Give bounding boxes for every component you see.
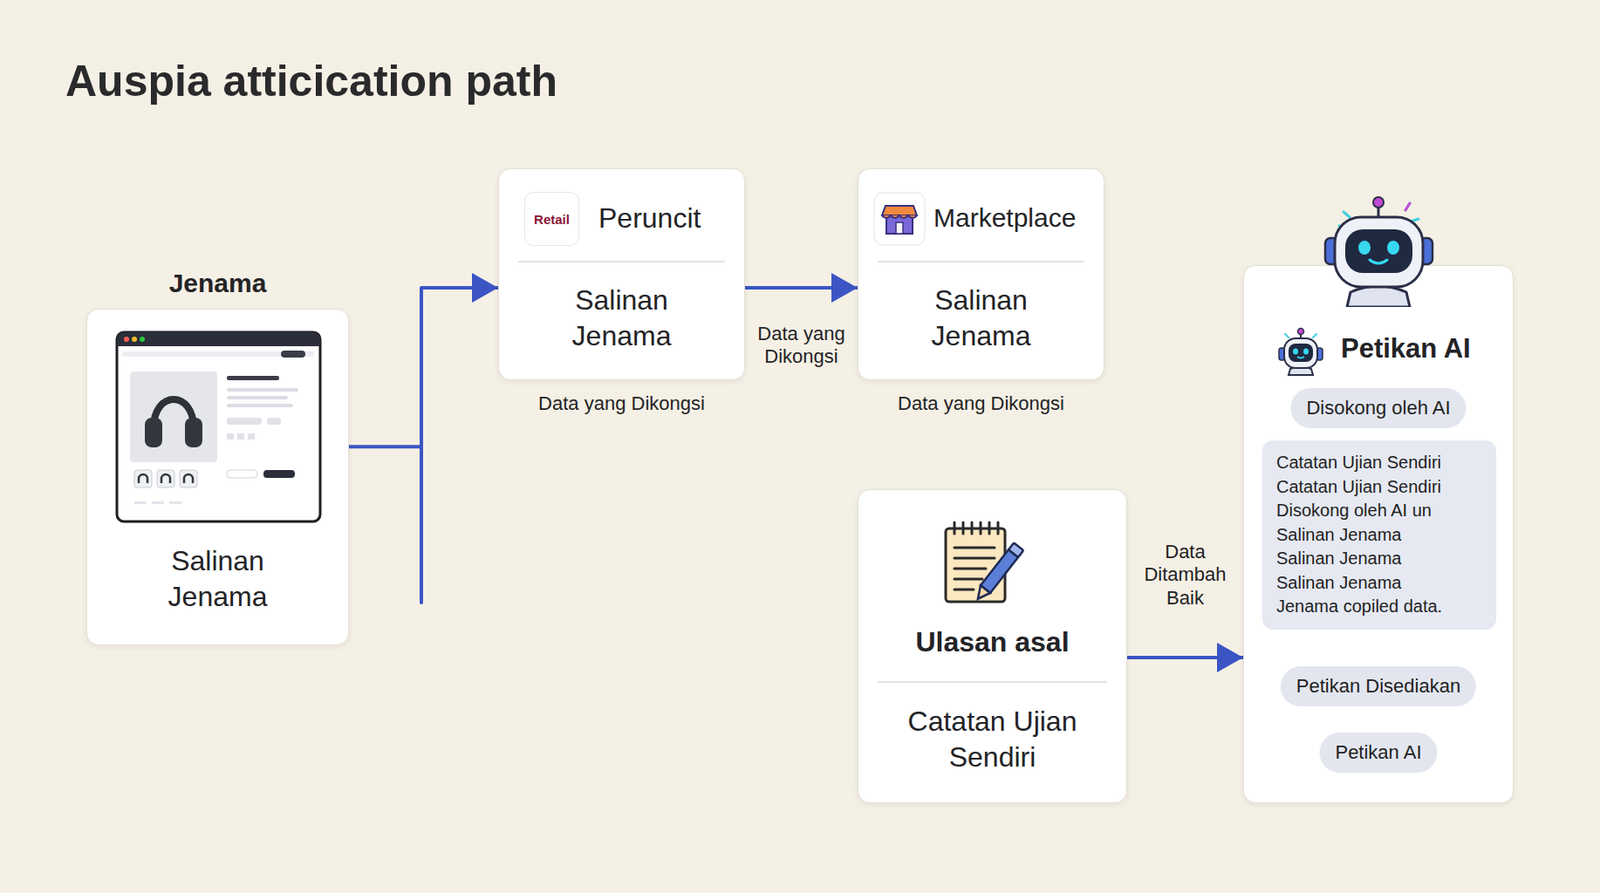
- retailer-card: PeruncitSalinan JenamaData yang Dikongsi…: [498, 168, 746, 381]
- node-text: Jenama: [87, 267, 349, 300]
- robot-mascot: [1317, 194, 1441, 308]
- browser-illustration: [115, 330, 322, 524]
- node-text: Ulasan asal: [858, 625, 1127, 659]
- review-card: Ulasan asalCatatan Ujian Sendiri: [857, 489, 1128, 804]
- node-text: Disokong oleh AI: [1305, 396, 1450, 420]
- brand-card: JenamaSalinan Jenama: [86, 308, 349, 646]
- flow-arrow: [1127, 656, 1244, 660]
- notepad-icon: [938, 518, 1031, 609]
- status-pill: Disokong oleh AI: [1290, 388, 1466, 429]
- node-text: Data yang Dikongsi: [499, 392, 745, 416]
- node-text: Catatan Ujian Sendiri Catatan Ujian Send…: [1276, 452, 1443, 616]
- node-text: Salinan Jenama: [534, 282, 710, 355]
- node-text: Catatan Ujian Sendiri: [883, 704, 1102, 776]
- retail-logo: Retail: [524, 191, 580, 247]
- status-pill: Petikan AI: [1319, 732, 1437, 773]
- node-text: Salinan Jenama: [130, 543, 306, 616]
- divider-line: [877, 681, 1108, 684]
- node-text: Peruncit: [598, 201, 701, 235]
- shop-icon: [873, 191, 926, 247]
- divider-line: [877, 260, 1085, 263]
- node-text: Petikan AI: [1340, 332, 1471, 365]
- diagram-title: Auspia atticication path: [65, 55, 558, 107]
- node-text: Marketplace: [933, 202, 1076, 234]
- node-text: Petikan AI: [1334, 741, 1422, 765]
- divider-line: [518, 260, 725, 263]
- node-text: Petikan Disediakan: [1296, 675, 1461, 698]
- status-pill: Petikan Disediakan: [1280, 666, 1477, 707]
- note-block: Catatan Ujian Sendiri Catatan Ujian Send…: [1262, 440, 1497, 630]
- edge-label: Data Ditambah Baik: [1137, 540, 1234, 610]
- marketplace-card: MarketplaceSalinan JenamaData yang Dikon…: [857, 168, 1105, 381]
- flow-arrow: [745, 286, 858, 290]
- robot-icon: [1276, 327, 1326, 377]
- flow-arrow: [348, 287, 499, 447]
- node-text: Data yang Dikongsi: [858, 392, 1104, 416]
- edge-label: Data yang Dikongsi: [753, 322, 850, 370]
- ai-quote-card: Petikan AI Disokong oleh AI Catatan Ujian …: [1243, 265, 1514, 804]
- branch-stub: [419, 443, 424, 603]
- node-text: Salinan Jenama: [894, 282, 1069, 355]
- node-text: Retail: [533, 211, 570, 227]
